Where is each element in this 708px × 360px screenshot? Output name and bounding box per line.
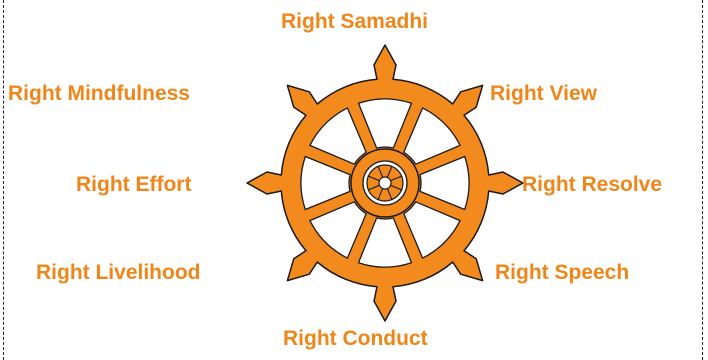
hub-center <box>378 176 392 190</box>
wheel-gap-3 <box>419 155 470 211</box>
wheel-hub <box>350 148 420 218</box>
label-right-conduct: Right Conduct <box>283 327 428 350</box>
label-right-resolve: Right Resolve <box>522 173 663 196</box>
wheel-gap-6 <box>309 201 367 259</box>
label-right-livelihood: Right Livelihood <box>36 261 201 284</box>
wheel-gap-1 <box>357 98 413 149</box>
wheel-gap-2 <box>403 107 461 165</box>
label-right-samadhi: Right Samadhi <box>281 10 429 33</box>
label-right-effort: Right Effort <box>76 173 192 196</box>
dashed-frame-right <box>702 0 703 360</box>
label-right-view: Right View <box>490 82 597 105</box>
wheel-gap-8 <box>309 107 367 165</box>
label-right-mindfulness: Right Mindfulness <box>8 82 190 105</box>
wheel-gap-7 <box>300 155 351 211</box>
wheel-gap-4 <box>403 201 461 259</box>
label-right-speech: Right Speech <box>495 261 630 284</box>
wheel-gap-5 <box>357 217 413 268</box>
dashed-frame-left <box>3 0 4 360</box>
